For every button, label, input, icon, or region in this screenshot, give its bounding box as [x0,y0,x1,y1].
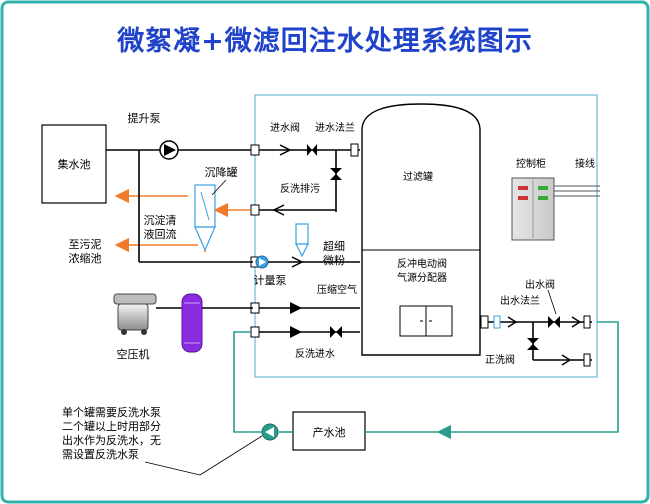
diagram-title: 微絮凝+微滤回注水处理系统图示 [116,25,533,57]
cabinet-light-3 [518,196,528,200]
compressor-label: 空压机 [117,347,150,361]
filter-tank-label: 过滤罐 [403,170,433,183]
metering-pump-label: 计量泵 [254,274,287,287]
note-line-3: 出水作为反洗水，无 [62,433,161,447]
note-line-4: 需设置反洗水泵 [62,448,139,461]
outlet-valve-leader [547,289,557,315]
collect-pool-label: 集水池 [58,157,91,171]
drain-valve-icon [330,168,342,180]
outlet-flange-icon [480,315,489,329]
wiring-label: 接线 [575,157,595,170]
forward-wash-arrow-icon [561,354,572,366]
cabinet-light-4 [538,196,548,200]
product-pool-box [292,411,366,451]
compressed-air-label: 压缩空气 [317,283,357,296]
backwash-drain-label: 反洗排污 [280,182,320,195]
metering-arrow-icon [291,256,304,268]
outlet-arrow-2-icon [571,316,582,328]
flange-5 [250,326,260,338]
air-arrow-icon [290,302,302,314]
note-leader-2 [199,435,263,476]
sludge-return-label-2: 液回流 [144,227,177,241]
to-sludge-label-1: 至污泥 [69,238,102,251]
to-sludge-label-2: 浓缩池 [69,252,102,265]
pneumatic-label-1: 反冲电动阀 [397,257,447,270]
flange-2 [250,204,260,216]
forward-wash-label: 正洗阀 [485,353,515,366]
inlet-flange-label: 进水法兰 [315,121,355,134]
cabinet-light-1 [518,186,528,190]
lift-pump-label: 提升泵 [128,112,161,125]
outlet-flange-2-icon [493,315,501,329]
backwash-valve-icon [330,326,342,338]
powder-tank-cone [295,243,309,258]
outlet-valve-label: 出水阀 [525,278,555,291]
drain-arrow-icon [272,204,285,216]
control-cabinet-label: 控制柜 [516,157,546,170]
flange-1 [250,144,260,156]
note-line-2: 二个罐以上时用部分 [62,419,161,433]
outlet-valve-icon [548,316,560,328]
powder-tank-body [295,223,309,245]
forward-wash-flange-icon [583,353,591,367]
lift-pump-arrow-icon [164,144,176,156]
green-backwash-return [233,331,262,433]
compressor-top [113,293,157,305]
inlet-flange-icon [350,143,359,157]
air-tank-icon [181,293,203,353]
pneumatic-label-2: 气源分配器 [397,271,447,284]
powder-label-2: 微粉 [323,253,345,267]
note-leader-1 [144,461,201,476]
compressor-wheel-1 [121,329,127,335]
sludge-return-label-1: 沉淀清 [144,213,177,227]
backwash-arrow-icon [290,326,302,338]
filter-tank-body [361,103,481,356]
settling-tank-leader [211,179,227,196]
outlet-arrow-icon [507,316,518,328]
compressor-body [117,303,149,331]
flow-arrow-icon [279,144,292,156]
settling-tank-cone [194,226,216,252]
forward-wash-valve-icon [527,338,539,350]
note-line-1: 单个罐需要反洗水泵 [62,406,161,419]
outlet-end-flange-icon [583,315,591,329]
equipment-frame [254,94,598,378]
compressor-wheel-2 [141,329,147,335]
powder-label-1: 超细 [323,239,345,253]
product-pool-label: 产水池 [313,425,346,439]
settling-tank-label: 沉降罐 [205,165,238,179]
inlet-valve-label: 进水阀 [270,121,300,134]
outlet-flange-label: 出水法兰 [500,294,540,307]
collect-pool-box [41,124,107,204]
settling-tank-line [200,191,210,221]
backwash-pump-arrow-icon [265,427,274,437]
metering-pump-arrow-icon [259,258,266,266]
inlet-valve-icon [307,144,317,156]
green-product-flow [436,321,619,440]
backwash-inlet-label: 反洗进水 [295,348,335,360]
cabinet-light-2 [538,186,548,190]
